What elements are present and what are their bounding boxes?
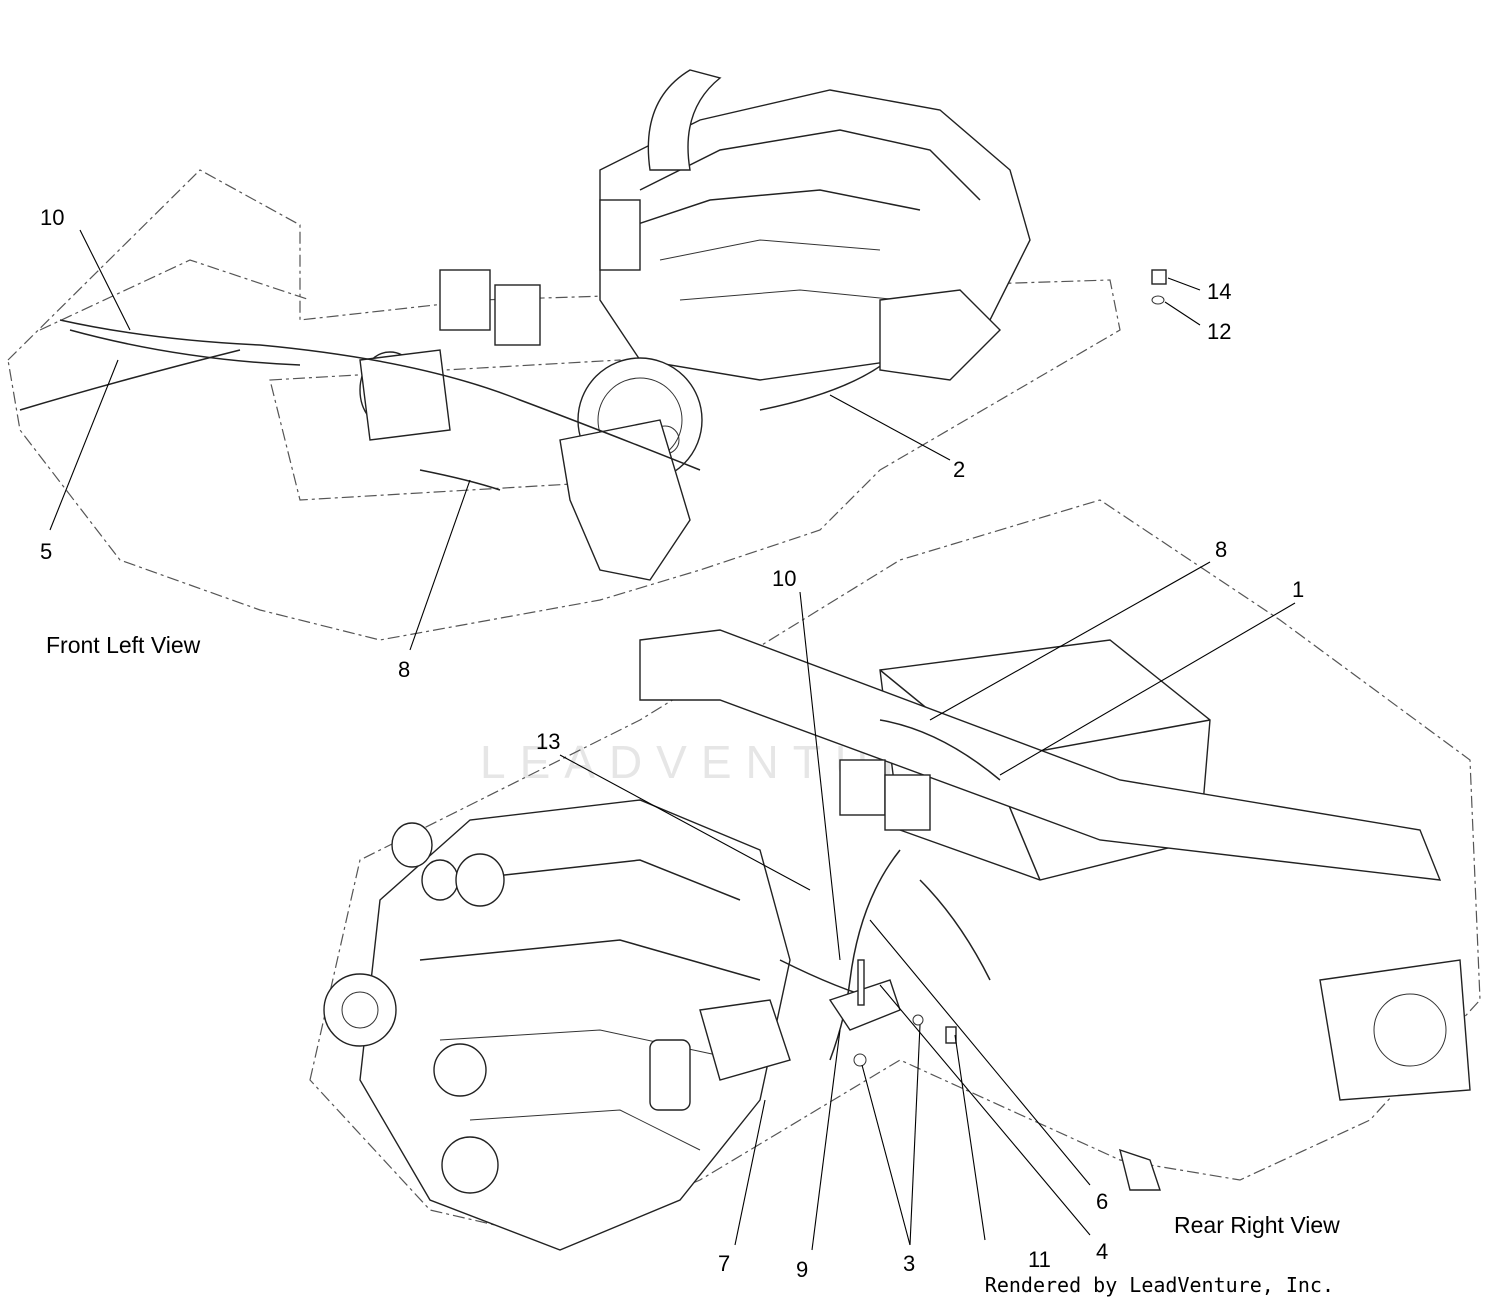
callout-8-front: 8	[398, 657, 411, 682]
callout-6: 6	[1096, 1189, 1109, 1214]
callout-4: 4	[1096, 1239, 1109, 1264]
render-credit: Rendered by LeadVenture, Inc.	[984, 1273, 1334, 1297]
callout-12: 12	[1207, 319, 1232, 344]
callout-3: 3	[903, 1251, 916, 1276]
rear-right-view-drawing	[309, 499, 1481, 1251]
front-left-view-drawing	[7, 69, 1167, 641]
leader-lines	[49, 229, 1296, 1251]
callout-1: 1	[1292, 577, 1305, 602]
callout-8-rear: 8	[1215, 537, 1228, 562]
rear-right-view-label: Rear Right View	[1174, 1212, 1340, 1238]
front-left-view-label: Front Left View	[46, 632, 201, 658]
callout-11: 11	[1028, 1247, 1051, 1272]
callout-9: 9	[796, 1257, 809, 1282]
callout-13: 13	[536, 729, 561, 754]
callout-14: 14	[1207, 279, 1232, 304]
callout-2: 2	[953, 457, 966, 482]
callout-7: 7	[718, 1251, 731, 1276]
callout-10-front: 10	[40, 205, 65, 230]
callout-5: 5	[40, 539, 53, 564]
callout-10-rear: 10	[772, 566, 797, 591]
